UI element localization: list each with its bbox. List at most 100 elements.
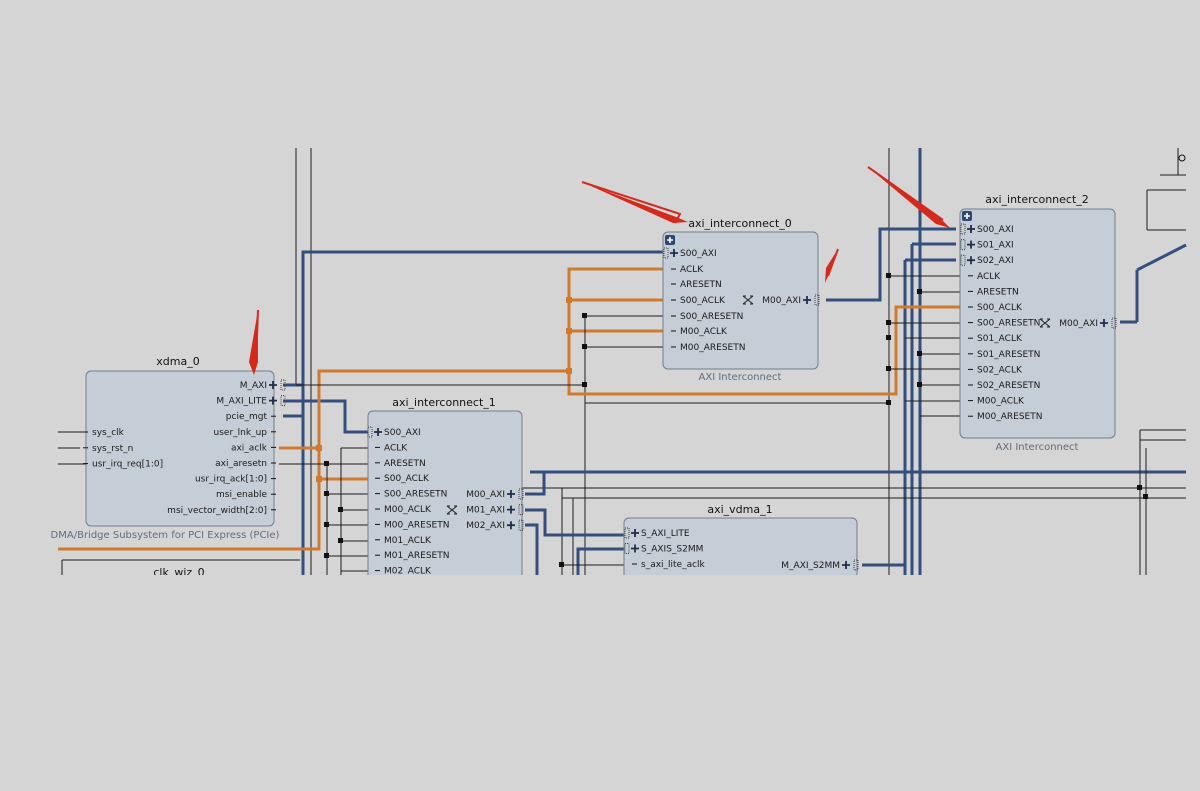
port-label[interactable]: pcie_mgt <box>226 412 268 422</box>
bus-connector-icon[interactable] <box>624 543 639 554</box>
port-label[interactable]: S00_ARESETN <box>680 312 743 322</box>
port-label[interactable]: S01_ACLK <box>977 334 1023 344</box>
bus-connector-icon[interactable] <box>960 254 975 266</box>
port-label[interactable]: M_AXI <box>240 381 267 391</box>
port-label[interactable]: M00_ACLK <box>680 327 728 337</box>
block-title: axi_interconnect_1 <box>392 396 496 409</box>
port-label[interactable]: M_AXI_LITE <box>216 397 267 407</box>
port-label[interactable]: ACLK <box>680 265 704 275</box>
bus-connector-icon[interactable] <box>842 559 859 571</box>
port-label[interactable]: S00_AXI <box>384 428 421 438</box>
port-label[interactable]: M00_AXI <box>762 296 801 306</box>
net-junction <box>324 522 329 527</box>
clk-wiz-0-block[interactable]: clk_wiz_0 <box>153 566 204 579</box>
port-label[interactable]: ARESETN <box>384 459 426 469</box>
block-title: axi_vdma_1 <box>707 503 772 516</box>
bus-connector-icon[interactable] <box>269 379 286 391</box>
port-label[interactable]: S02_ACLK <box>977 365 1023 375</box>
block-title: xdma_0 <box>156 355 199 368</box>
net-junction <box>582 344 587 349</box>
port-label[interactable]: axi_aclk <box>231 443 268 453</box>
bus-net[interactable] <box>576 547 625 575</box>
port-label[interactable]: S01_ARESETN <box>977 350 1040 360</box>
port-label[interactable]: M00_ACLK <box>977 397 1025 407</box>
bus-connector-icon[interactable] <box>367 426 382 438</box>
port-label[interactable]: M_AXI_S2MM <box>781 561 840 571</box>
port-label[interactable]: M00_AXI <box>466 490 505 500</box>
port-label[interactable]: S00_ACLK <box>384 474 430 484</box>
bus-net[interactable] <box>283 250 664 387</box>
port-label[interactable]: S_AXIS_S2MM <box>641 545 703 555</box>
port-label[interactable]: msi_enable <box>216 490 267 500</box>
port-label[interactable]: usr_irq_req[1:0] <box>92 460 163 470</box>
port-label[interactable]: M00_ARESETN <box>384 520 449 530</box>
port-label[interactable]: S01_AXI <box>977 241 1014 251</box>
bus-net[interactable] <box>525 523 539 575</box>
bus-connector-icon[interactable] <box>960 239 975 251</box>
net-junction <box>1143 494 1148 499</box>
bus-net[interactable] <box>525 472 546 496</box>
bus-connector-icon[interactable] <box>663 247 678 259</box>
net-junction <box>582 313 587 318</box>
port-label[interactable]: ACLK <box>977 272 1001 282</box>
net-junction <box>1137 485 1142 490</box>
expand-plus-icon[interactable] <box>962 211 972 221</box>
bus-connector-icon[interactable] <box>1100 317 1117 329</box>
port-label[interactable]: axi_aresetn <box>215 459 267 469</box>
port-label[interactable]: M00_ARESETN <box>680 343 745 353</box>
port-label[interactable]: S00_ACLK <box>680 296 726 306</box>
clock-net[interactable] <box>567 305 962 396</box>
port-label[interactable]: S00_ACLK <box>977 303 1023 313</box>
port-label[interactable]: S00_AXI <box>680 249 717 259</box>
bus-net[interactable] <box>826 227 956 302</box>
port-label[interactable]: S00_ARESETN <box>384 490 447 500</box>
clock-net[interactable] <box>58 267 664 551</box>
port-label[interactable]: M00_ARESETN <box>977 412 1042 422</box>
axi-interconnect-0-block[interactable]: axi_interconnect_0 AXI Interconnect S00_… <box>662 217 820 383</box>
bus-net[interactable] <box>525 508 625 537</box>
net-wire[interactable] <box>584 315 664 385</box>
port-label[interactable]: S00_ARESETN <box>977 319 1040 329</box>
port-label[interactable]: M02_AXI <box>466 521 505 531</box>
port-label[interactable]: S02_ARESETN <box>977 381 1040 391</box>
bus-net[interactable] <box>283 399 370 434</box>
port-label[interactable]: user_lnk_up <box>214 428 268 438</box>
bus-connector-icon[interactable] <box>960 223 975 235</box>
port-label[interactable]: ACLK <box>384 443 408 453</box>
axi-vdma-1-block[interactable]: axi_vdma_1 S_AXI_LITE S_AXIS_S2MM s_axi_li… <box>623 503 859 598</box>
port-label[interactable]: M00_ACLK <box>384 505 432 515</box>
port-label[interactable]: M00_AXI <box>1059 319 1098 329</box>
bus-connector-icon[interactable] <box>507 488 524 500</box>
block-subtitle: AXI Interconnect <box>996 442 1079 453</box>
bus-connector-icon[interactable] <box>803 294 820 306</box>
bus-connector-icon[interactable] <box>507 519 524 531</box>
port-label[interactable]: S_AXI_LITE <box>641 529 690 539</box>
net-junction <box>886 320 891 325</box>
net-junction <box>566 328 572 334</box>
axi-interconnect-1-block[interactable]: axi_interconnect_1 S00_AXI ACLK ARESETN S00… <box>367 396 524 591</box>
port-label[interactable]: S02_AXI <box>977 256 1014 266</box>
bus-connector-icon[interactable] <box>269 395 286 407</box>
port-label[interactable]: s_axi_lite_aclk <box>641 560 706 570</box>
port-label[interactable]: M01_AXI <box>466 506 505 516</box>
port-label[interactable]: M02_ACLK <box>384 567 432 577</box>
port-label[interactable]: S00_AXI <box>977 225 1014 235</box>
xdma-0-block[interactable]: xdma_0 DMA/Bridge Subsystem for PCI Expr… <box>51 355 286 541</box>
port-label[interactable]: sys_rst_n <box>92 444 133 454</box>
port-label[interactable]: ARESETN <box>680 280 722 290</box>
port-invert-icon <box>1178 154 1186 162</box>
port-label[interactable]: M01_ARESETN <box>384 551 449 561</box>
net-junction <box>324 491 329 496</box>
port-label[interactable]: sys_clk <box>92 428 125 438</box>
port-label[interactable]: ARESETN <box>977 287 1019 297</box>
expand-plus-icon[interactable] <box>665 235 675 245</box>
bus-connector-icon[interactable] <box>507 504 524 516</box>
port-label[interactable]: M01_ACLK <box>384 536 432 546</box>
port-label[interactable]: msi_vector_width[2:0] <box>167 506 267 516</box>
axi-interconnect-2-block[interactable]: axi_interconnect_2 AXI Interconnect S00_… <box>959 193 1117 453</box>
port-label[interactable]: usr_irq_ack[1:0] <box>195 475 267 485</box>
bus-connector-icon[interactable] <box>624 527 639 539</box>
bus-net[interactable] <box>1136 243 1187 272</box>
crossbar-icon <box>446 505 458 515</box>
